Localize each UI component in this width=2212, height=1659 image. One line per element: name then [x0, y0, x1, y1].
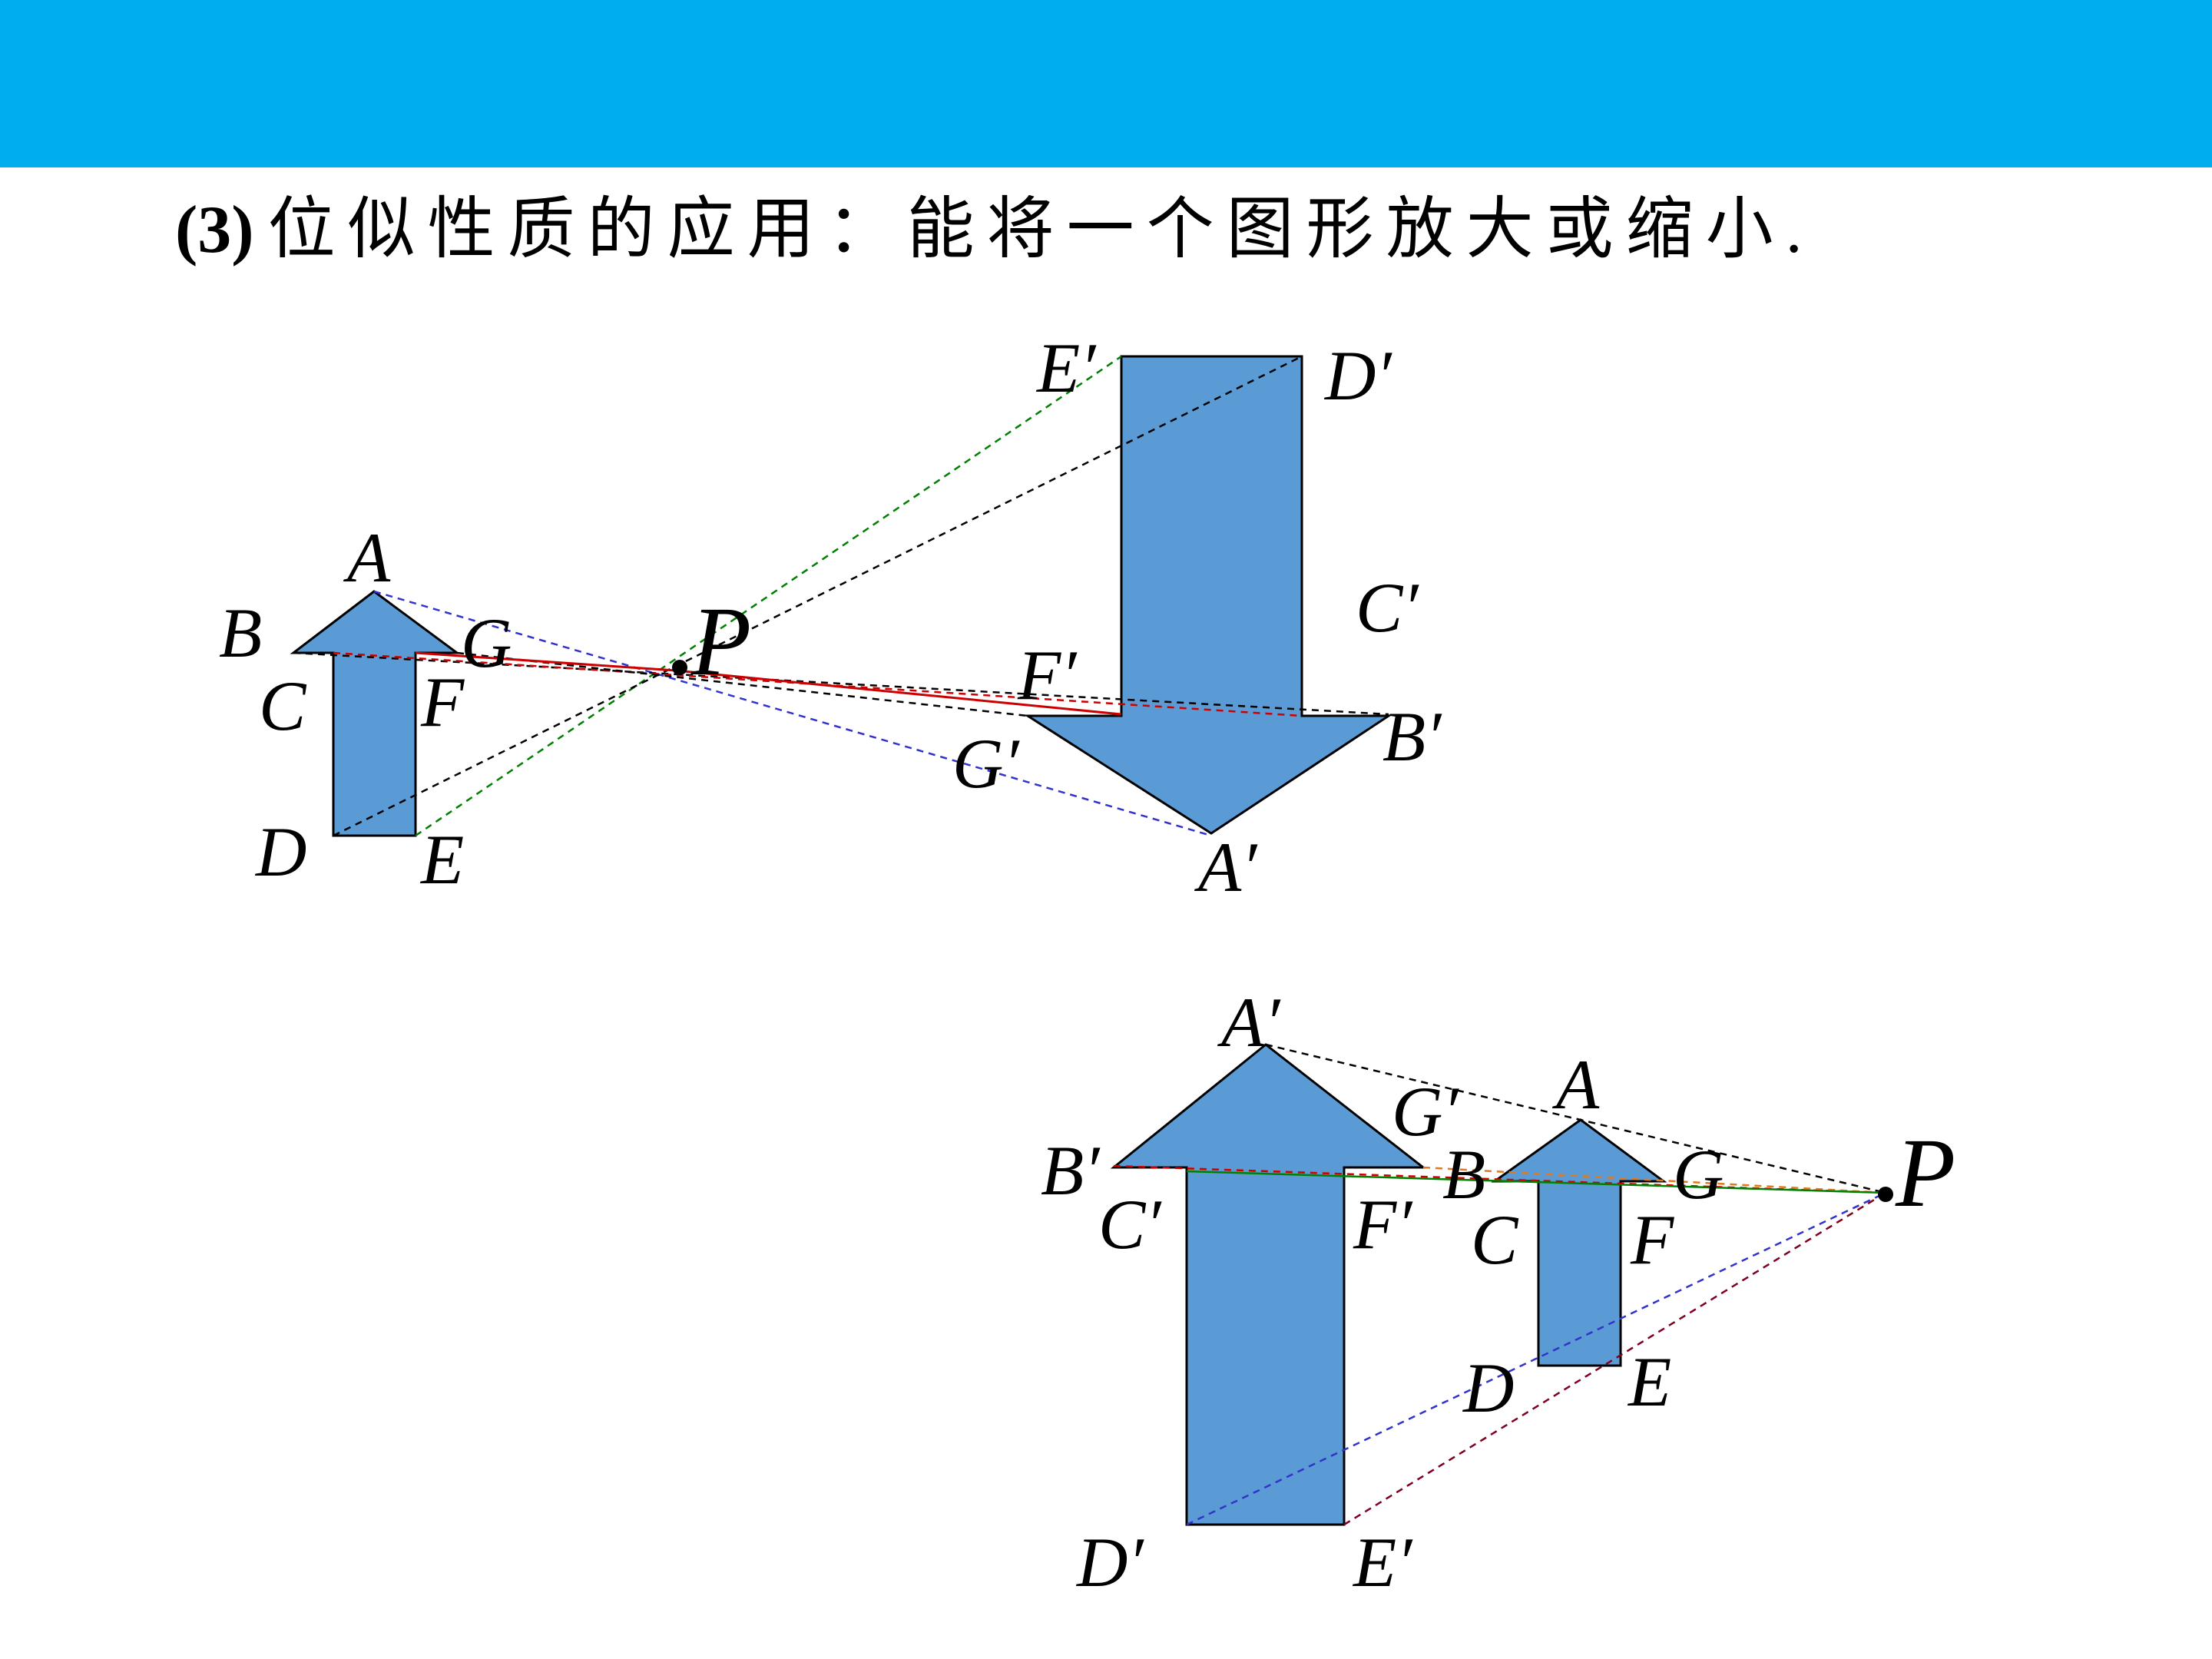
top-line-d: [333, 355, 1303, 837]
bottom-label-d-prime: D′: [1075, 1523, 1144, 1601]
top-label-g-prime: G′: [952, 724, 1020, 803]
bottom-label-f: F: [1630, 1200, 1674, 1279]
bottom-large-arrow: [1110, 1043, 1427, 1526]
bottom-line-c: [1186, 1170, 1886, 1194]
top-label-f-prime: F′: [1017, 636, 1078, 714]
top-label-d-prime: D′: [1323, 336, 1392, 415]
title-number: (3): [175, 193, 254, 267]
bottom-label-p: P: [1895, 1118, 1955, 1227]
top-label-d: D: [254, 813, 306, 891]
header-bar: [0, 0, 2212, 167]
bottom-label-b: B: [1442, 1135, 1485, 1214]
bottom-line-e: [1343, 1191, 1886, 1526]
bottom-label-e: E: [1627, 1343, 1671, 1421]
title-text: 位似性质的应用：能将一个图形放大或缩小: [267, 189, 1786, 268]
top-line-f: [415, 651, 1122, 716]
top-line-g: [456, 651, 1028, 717]
bottom-label-g: G: [1673, 1135, 1724, 1214]
top-label-f: F: [420, 663, 465, 741]
bottom-label-a: A: [1551, 1045, 1600, 1124]
top-label-b: B: [219, 594, 262, 672]
top-label-g: G: [461, 604, 512, 682]
top-label-a-prime: A′: [1194, 828, 1258, 906]
top-figure: P A B G C F D E E′ D′ C′ F′ B′ G′ A′: [219, 329, 1442, 906]
bottom-label-e-prime: E′: [1352, 1523, 1413, 1601]
top-large-arrow: [1023, 355, 1392, 835]
bottom-label-b-prime: B′: [1041, 1131, 1101, 1210]
bottom-line-a: [1265, 1043, 1886, 1194]
top-label-c: C: [259, 667, 307, 745]
bottom-label-g-prime: G′: [1392, 1072, 1459, 1151]
top-line-a: [373, 590, 1212, 837]
bottom-line-d: [1186, 1191, 1886, 1526]
top-center-point: [672, 660, 687, 675]
top-label-a: A: [343, 518, 391, 597]
title-end: .: [1785, 193, 1803, 267]
bottom-label-c-prime: C′: [1098, 1185, 1162, 1263]
top-label-p: P: [690, 587, 751, 696]
top-label-c-prime: C′: [1356, 568, 1419, 647]
top-label-b-prime: B′: [1382, 697, 1442, 776]
top-label-e-prime: E′: [1035, 329, 1097, 407]
bottom-label-f-prime: F′: [1353, 1185, 1413, 1263]
bottom-label-a-prime: A′: [1217, 983, 1281, 1061]
bottom-figure: P A′ G′ B′ C′ F′ D′ E′ A B G C F D E: [1041, 983, 1955, 1601]
top-line-b: [293, 651, 1389, 716]
top-label-e: E: [419, 820, 464, 899]
bottom-center-point: [1878, 1187, 1893, 1202]
bottom-line-g: [1422, 1166, 1886, 1194]
bottom-label-c: C: [1471, 1200, 1519, 1279]
bottom-label-d: D: [1462, 1349, 1514, 1427]
page-title: (3)位似性质的应用：能将一个图形放大或缩小.: [175, 183, 1803, 275]
